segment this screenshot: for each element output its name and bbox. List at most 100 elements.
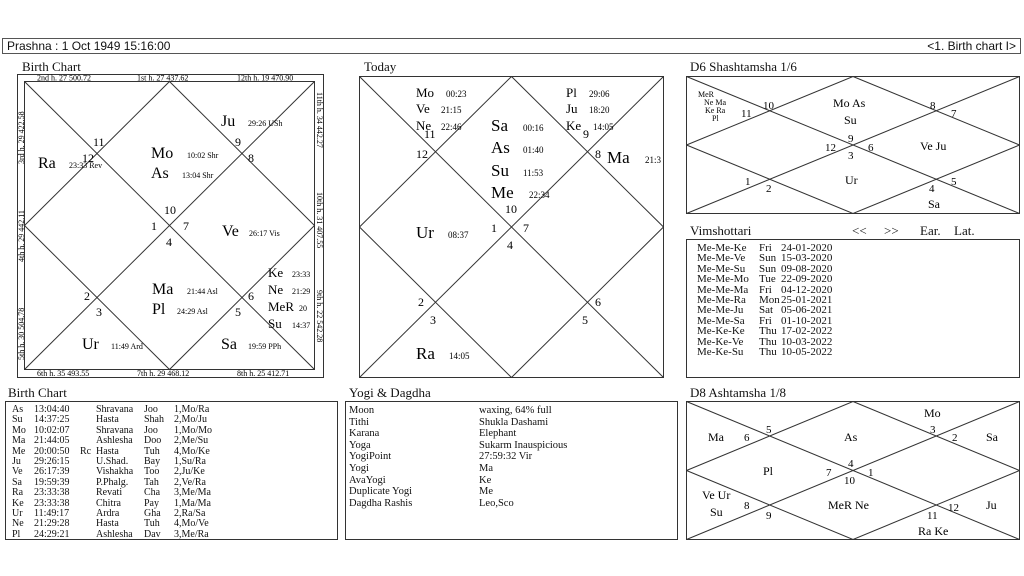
degree-cell: 21:29:28 (34, 518, 70, 530)
d8-planet-ma: Ma (708, 430, 725, 444)
svg-text:23:33 Rev: 23:33 Rev (69, 161, 102, 170)
house-number: 12 (416, 147, 428, 161)
house-4-border: 4th h. 29 442.11 (17, 210, 26, 262)
house-number: 7 (951, 108, 957, 120)
vimshottari-later-button[interactable]: Lat. (954, 223, 975, 238)
house-7-border: 7th h. 29 468.12 (137, 369, 189, 378)
house-number: 10 (763, 100, 775, 112)
house-number: 1 (151, 219, 157, 233)
dasha-period: Me-Me-Sa (697, 314, 745, 327)
dasha-date: 01-10-2021 (781, 314, 833, 327)
house-number: 5 (582, 313, 588, 327)
nakshatra-cell: P.Phalg. (96, 476, 129, 488)
nakshatra-cell: Shravana (96, 424, 134, 436)
house-number: 4 (848, 458, 854, 470)
dasha-date: 04-12-2020 (781, 283, 833, 296)
lord-cell: 1,Mo/Mo (174, 424, 213, 436)
house-number: 4 (507, 238, 513, 252)
house-number: 10 (164, 203, 176, 217)
d8-planet-as: As (844, 430, 858, 444)
degree-cell: 29:26:15 (34, 455, 70, 467)
d8-planet-su: Su (710, 505, 723, 519)
pada-cell: Tah (144, 476, 159, 488)
svg-text:18:20: 18:20 (589, 105, 610, 115)
vimshottari-earlier-button[interactable]: Ear. (920, 223, 941, 238)
planet-cell: Ur (12, 507, 23, 519)
svg-text:Ve: Ve (222, 223, 239, 240)
svg-text:22:34: 22:34 (529, 190, 550, 200)
dasha-date: 24-01-2020 (781, 242, 833, 254)
pada-cell: Gha (144, 507, 161, 519)
planet-cell: Ju (12, 455, 21, 467)
dasha-weekday: Sun (759, 262, 777, 275)
svg-text:01:40: 01:40 (523, 145, 544, 155)
yogi-value: Leo,Sco (479, 497, 514, 509)
d6-planet-ne-ma: Ne Ma (704, 98, 726, 107)
lord-cell: 1,Mo/Ra (174, 404, 210, 415)
planet-cell: As (12, 404, 24, 415)
vimshottari-next-button[interactable]: >> (884, 223, 899, 238)
svg-text:Ve: Ve (416, 101, 430, 116)
d8-planet-mo: Mo (924, 406, 941, 420)
lord-cell: 2,Ju/Ke (174, 466, 205, 478)
dasha-weekday: Thu (759, 345, 777, 358)
planet-cell: Su (12, 414, 23, 426)
svg-text:Mo: Mo (151, 145, 173, 162)
pada-cell: Doo (144, 435, 162, 447)
svg-text:Ur: Ur (82, 336, 100, 353)
dasha-period: Me-Me-Su (697, 262, 746, 275)
degree-cell: 20:00:50 (34, 445, 70, 457)
house-number: 10 (505, 202, 517, 216)
degree-cell: 23:33:38 (34, 487, 70, 499)
house-2-border: 2nd h. 27 500.72 (37, 74, 91, 83)
dasha-date: 22-09-2020 (781, 273, 833, 286)
yogi-value: Ke (479, 474, 492, 486)
planet-cell: Ma (12, 435, 26, 447)
svg-text:24:29 Asl: 24:29 Asl (177, 307, 209, 316)
house-number: 6 (248, 289, 254, 303)
retro-cell: Rc (80, 445, 92, 457)
nakshatra-cell: Shravana (96, 404, 134, 415)
dasha-weekday: Sun (759, 252, 777, 265)
house-9-border: 9th h. 22 542.28 (315, 290, 324, 342)
svg-text:Sa: Sa (221, 336, 237, 353)
pada-cell: Too (144, 466, 160, 478)
house-number: 3 (930, 424, 936, 436)
d8-planet-sa: Sa (986, 430, 999, 444)
dasha-period: Me-Me-Ra (697, 293, 746, 306)
dasha-weekday: Tue (759, 273, 776, 286)
svg-text:08:37: 08:37 (448, 230, 469, 240)
d8-planet-mer-ne: MeR Ne (828, 498, 869, 512)
nakshatra-cell: Revati (96, 487, 123, 499)
chart-selector-button[interactable]: <1. Birth chart I> (927, 39, 1016, 53)
dasha-period: Me-Me-Ke (697, 242, 747, 254)
house-11-border: 11th h. 34 442.27 (315, 92, 324, 148)
dasha-date: 05-06-2021 (781, 304, 833, 317)
pada-cell: Pay (144, 497, 159, 509)
lord-cell: 4,Mo/Ve (174, 518, 209, 530)
svg-text:00:23: 00:23 (446, 89, 467, 99)
house-number: 1 (868, 467, 874, 479)
d6-planet-sa: Sa (928, 197, 941, 211)
yogi-key: YogiPoint (349, 451, 392, 463)
svg-text:Su: Su (491, 161, 509, 180)
house-number: 5 (951, 176, 957, 188)
svg-text:As: As (491, 138, 510, 157)
vimshottari-prev-button[interactable]: << (852, 223, 867, 238)
d8-chart-diagram: 5 6 3 2 4 10 7 1 8 9 11 12 Mo Ma Sa As P… (686, 401, 1020, 540)
dasha-period: Me-Me-Ma (697, 283, 749, 296)
dasha-date: 09-08-2020 (781, 262, 833, 275)
lord-cell: 1,Su/Ra (174, 455, 206, 467)
house-number: 6 (595, 295, 601, 309)
house-8-border: 8th h. 25 412.71 (237, 369, 289, 378)
